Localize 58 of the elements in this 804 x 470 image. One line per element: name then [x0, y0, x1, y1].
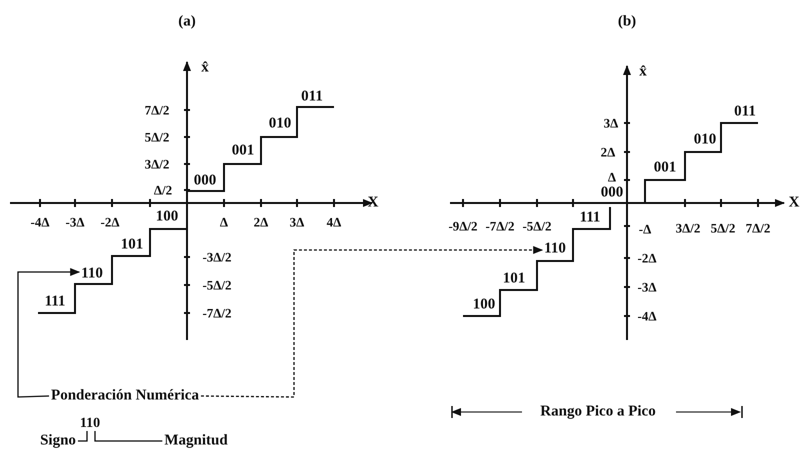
leader-line [94, 431, 162, 442]
leader-label: Signo [40, 434, 76, 448]
tick-label: -4Δ [30, 216, 50, 228]
axis-label: X [788, 196, 800, 210]
code-word: 001 [232, 144, 254, 158]
code-word: 101 [502, 272, 526, 286]
tick-label: -2Δ [638, 252, 656, 264]
code-word: 010 [694, 132, 716, 148]
panel-label: (a) [178, 14, 196, 30]
code-word: 110 [81, 266, 103, 282]
tick-label: 2Δ [600, 146, 616, 158]
tick-label: 5Δ/2 [710, 222, 736, 234]
code-word: 010 [268, 116, 292, 132]
code-word: 111 [44, 294, 66, 310]
tick-label: -5Δ/2 [522, 220, 552, 232]
leader-label: Ponderación Numérica [51, 388, 199, 404]
axis-label: x̂ [201, 60, 209, 76]
code-word: 110 [544, 242, 566, 256]
tick-label: 7Δ/2 [144, 104, 170, 116]
tick-label: -3Δ/2 [202, 250, 232, 264]
code-word: 001 [654, 160, 676, 176]
tick-label: 3Δ/2 [144, 158, 170, 170]
tick-label: -Δ [638, 222, 652, 236]
code-word: 111 [580, 210, 600, 226]
code-word: 011 [301, 90, 323, 104]
axis-label: x̂ [639, 64, 647, 80]
leader-label: Magnitud [164, 434, 228, 448]
tick-label: -9Δ/2 [448, 220, 478, 232]
axis-label: X [368, 196, 378, 210]
tick-label: 3Δ/2 [676, 222, 700, 234]
tick-label: 5Δ/2 [144, 130, 170, 144]
tick-label: -5Δ/2 [202, 278, 232, 292]
tick-label: 3Δ [290, 216, 304, 228]
code-word: 101 [120, 238, 144, 252]
dimension-label: Rango Pico a Pico [540, 404, 656, 420]
tick-label: 2Δ [254, 216, 268, 228]
panel-label: (b) [618, 14, 636, 30]
code-word: 100 [156, 210, 178, 224]
tick-label: -2Δ [100, 216, 120, 228]
tick-label: -4Δ [638, 310, 656, 322]
code-word: 000 [600, 186, 624, 200]
code-word: 100 [472, 298, 496, 312]
tick-label: -7Δ/2 [485, 220, 515, 232]
tick-label: 7Δ/2 [746, 222, 770, 234]
tick-label: -3Δ [66, 216, 84, 228]
leader-line [200, 246, 544, 398]
tick-label: Δ [220, 216, 228, 228]
leader-line [78, 431, 88, 442]
code-word: 000 [194, 174, 216, 188]
code-word: 110 [80, 417, 100, 431]
tick-label: Δ/2 [154, 184, 172, 196]
tick-label: 3Δ [604, 116, 618, 130]
leader-line [17, 268, 80, 398]
tick-label: -7Δ/2 [202, 306, 232, 320]
code-word: 011 [734, 104, 756, 120]
tick-label: -3Δ [638, 280, 656, 294]
tick-label: 4Δ [326, 216, 342, 228]
tick-label: Δ [608, 170, 616, 184]
